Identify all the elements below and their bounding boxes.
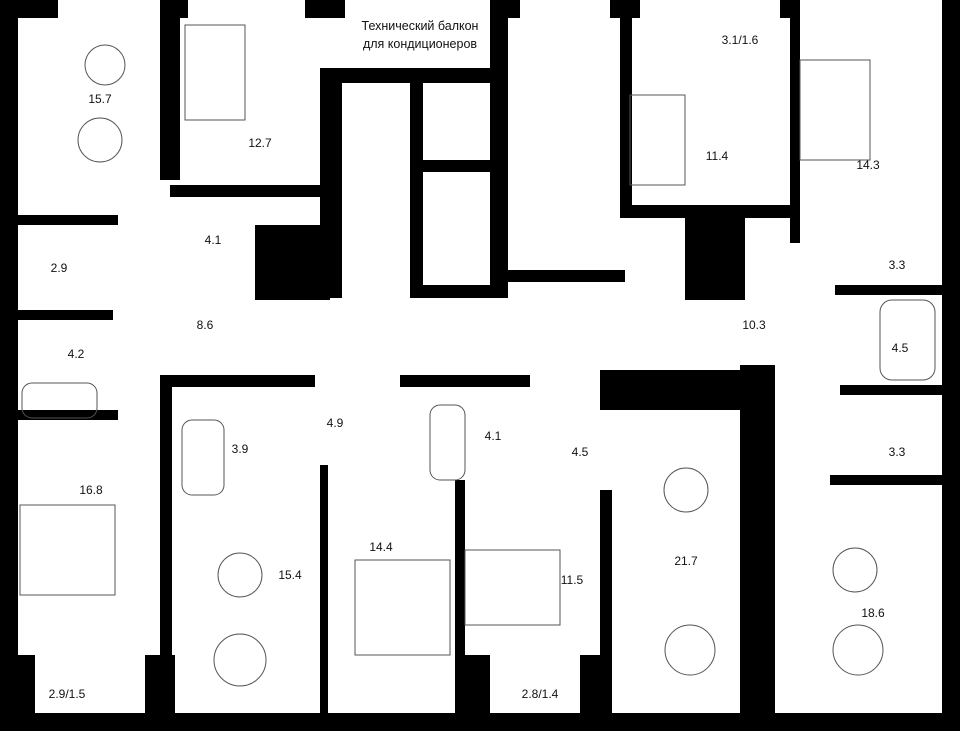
room-area-label: 12.7 [248,136,272,150]
room-area-label: 4.2 [67,347,85,361]
technical-balcony-line2: для кондиционеров [362,37,478,51]
room-area-label: 21.7 [674,554,698,568]
room-area-label: 3.9 [231,442,249,456]
room-area-label: 18.6 [861,606,885,620]
room-area-label: 10.3 [742,318,766,332]
room-area-label: 2.8/1.4 [521,687,559,701]
room-area-label: 14.4 [369,540,393,554]
room-area-label: 4.1 [204,233,222,247]
room-area-label: 8.6 [196,318,214,332]
technical-balcony-line1: Технический балкон [361,19,479,33]
room-area-label: 11.4 [705,149,729,163]
room-area-label: 3.1/1.6 [721,33,759,47]
room-area-label: 14.3 [856,158,880,172]
room-area-label: 4.5 [571,445,589,459]
room-area-label: 3.3 [888,258,906,272]
room-area-label: 3.3 [888,445,906,459]
room-area-label: 4.1 [484,429,502,443]
room-area-label: 4.9 [326,416,344,430]
room-area-label: 4.5 [891,341,909,355]
room-area-label: 11.5 [560,573,584,587]
technical-balcony-label: Технический балкон для кондиционеров [350,17,490,53]
room-area-label: 2.9/1.5 [48,687,86,701]
room-area-label: 2.9 [50,261,68,275]
room-area-label: 15.4 [278,568,302,582]
room-area-label: 16.8 [79,483,103,497]
room-area-label: 15.7 [88,92,112,106]
